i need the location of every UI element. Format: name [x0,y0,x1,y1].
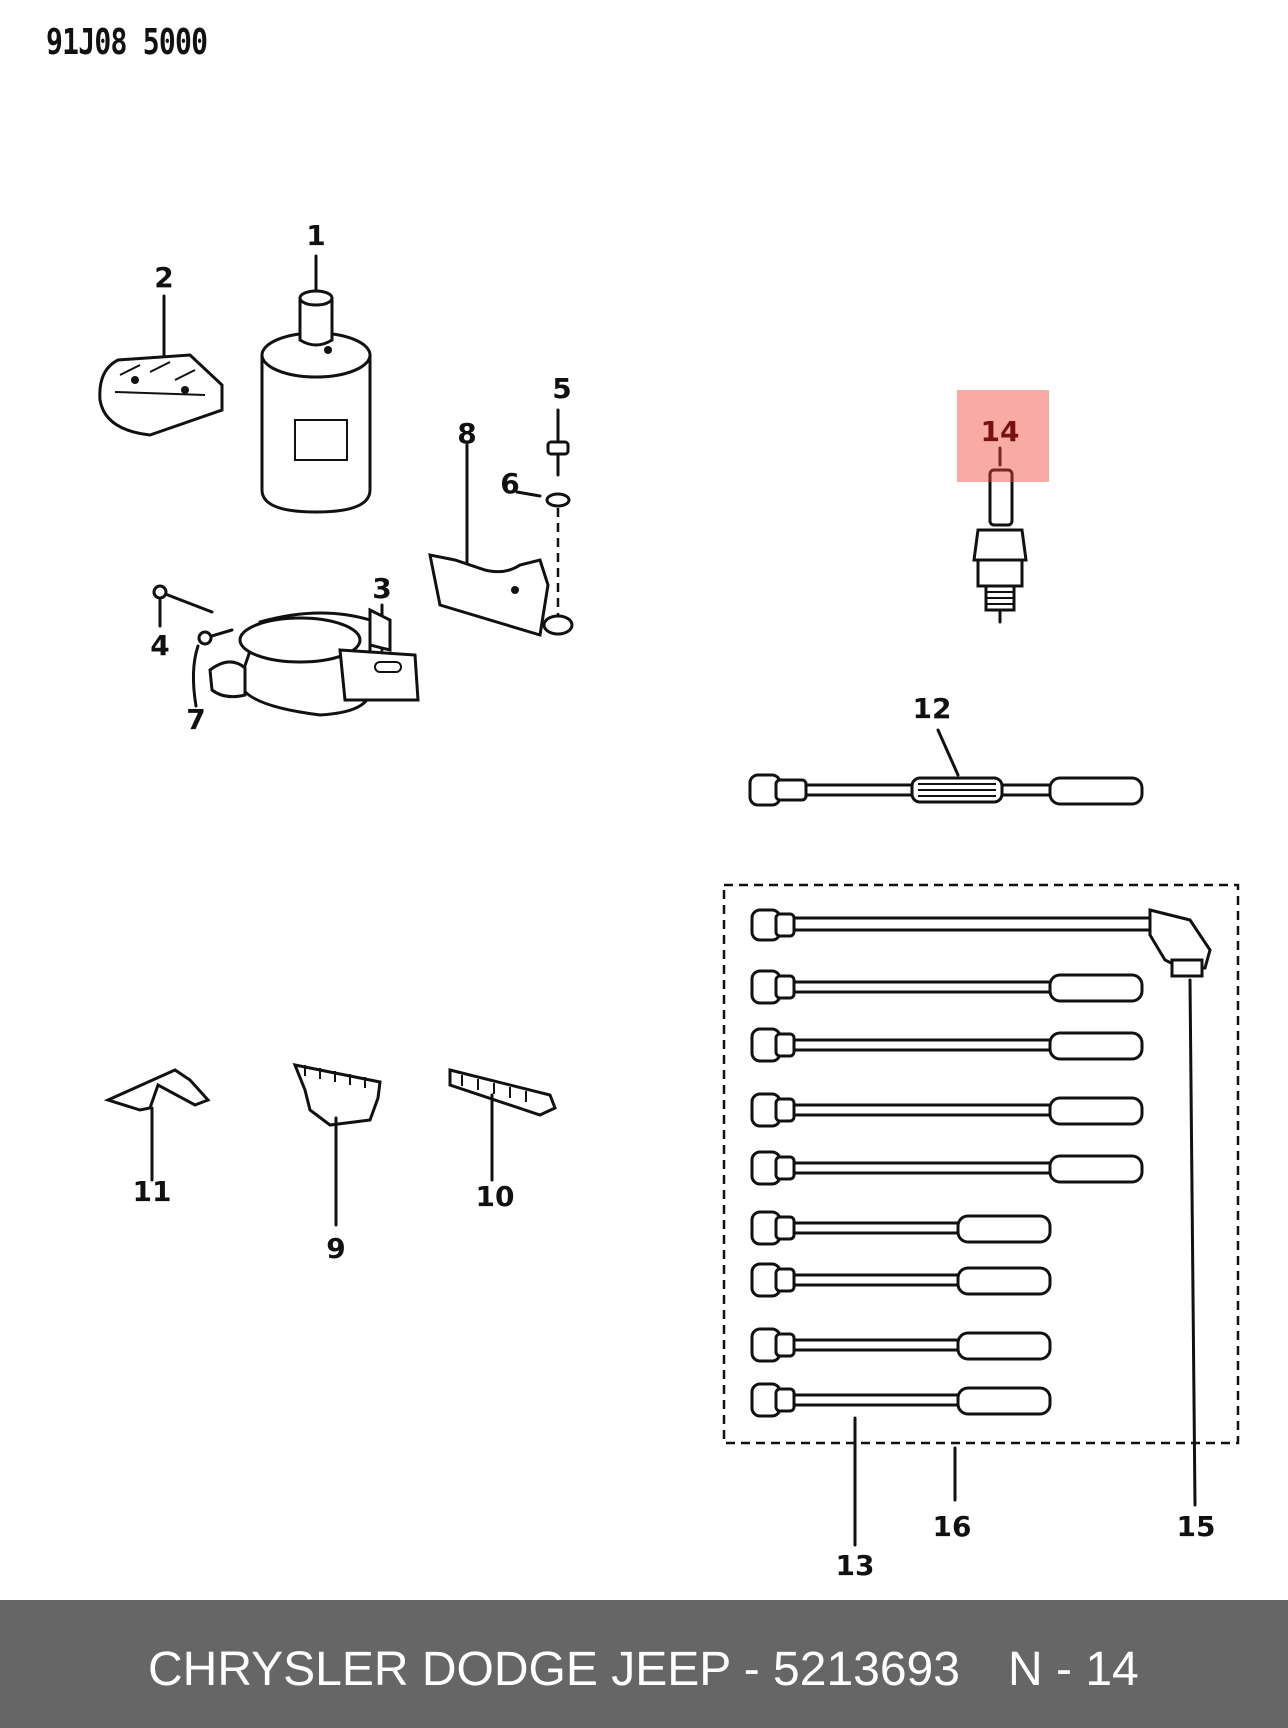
wire-end-boot [1048,1154,1144,1184]
wire-boot [774,1155,796,1181]
footer-part-text: CHRYSLER DODGE JEEP - 5213693 [148,1643,960,1696]
mount-bracket-drawing [428,408,574,637]
callout-14: 14 [980,415,1020,448]
wire-end-boot [956,1214,1052,1244]
small-parts-drawing [103,1062,557,1227]
part-14-highlight [957,390,1049,482]
wire-set-drawing [722,883,1240,1547]
callout-2: 2 [154,261,174,294]
connector-drawing [98,294,224,437]
callout-7: 7 [186,703,206,736]
callout-8: 8 [457,417,477,450]
wire-boot [774,1097,796,1123]
callout-5: 5 [552,372,572,405]
parts-diagram: 91J08 5000 [46,22,1240,1582]
wire-end-boot [1048,973,1144,1003]
callout-16: 16 [932,1510,972,1543]
screws-drawing [152,584,234,708]
spark-plug-wire-drawing [748,728,1144,807]
callout-6: 6 [500,467,520,500]
wire-boot [774,1032,796,1058]
wire-boot [774,1387,796,1413]
callout-13: 13 [835,1549,875,1582]
diagram-code: 91J08 5000 [46,22,208,63]
spark-plug-drawing [972,446,1028,624]
wire-boot [774,1215,796,1241]
wire-end-boot [956,1386,1052,1416]
wire-boot [774,912,796,938]
wire-end-boot [956,1266,1052,1296]
wire-boot [774,1267,796,1293]
coil-bracket-drawing [208,603,420,717]
wire-end-boot [1048,1031,1144,1061]
wire-set-wires [750,908,1144,1418]
ignition-coil-drawing [260,254,372,514]
wire-end-boot [1048,1096,1144,1126]
footer-page-text: N - 14 [1008,1643,1139,1696]
wire-end-boot [956,1331,1052,1361]
callout-9: 9 [326,1232,346,1265]
callout-11: 11 [132,1175,172,1208]
wire-boot [774,1332,796,1358]
callout-3: 3 [372,572,392,605]
wire-boot [774,974,796,1000]
callout-1: 1 [306,219,326,252]
footer-bar: CHRYSLER DODGE JEEP - 5213693 N - 14 [0,1600,1288,1728]
callout-12: 12 [912,692,952,725]
diagram-artwork [98,254,1240,1547]
callout-10: 10 [475,1180,515,1213]
callout-4: 4 [150,629,170,662]
callout-15: 15 [1176,1510,1216,1543]
